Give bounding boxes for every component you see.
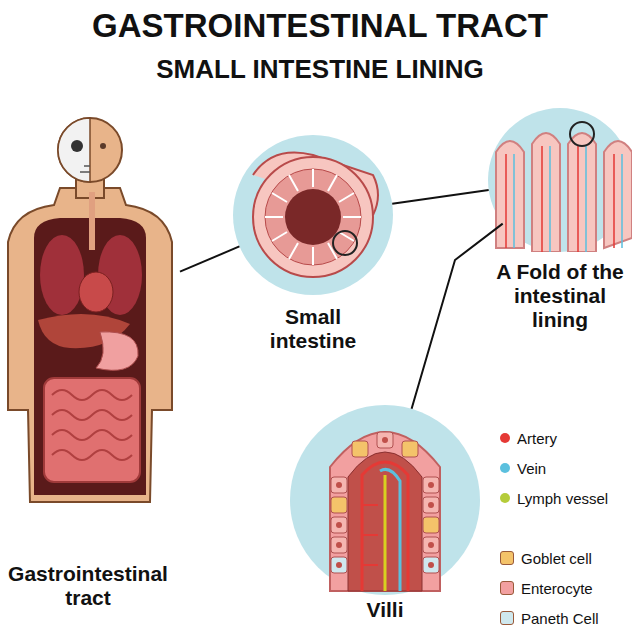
body-figure: [0, 110, 180, 510]
finger: [568, 133, 596, 252]
legend-item: Enterocyte: [500, 578, 593, 598]
villus-core: [348, 452, 422, 591]
enterocyte: [331, 517, 347, 533]
enterocyte: [423, 497, 439, 513]
enterocyte: [331, 477, 347, 493]
eye-socket: [71, 140, 83, 152]
nucleus: [428, 502, 434, 508]
torso: [8, 188, 172, 502]
leader-line: [180, 246, 239, 271]
artery-lines: [506, 146, 614, 252]
nucleus: [336, 542, 342, 548]
lymph-vessel: [384, 475, 387, 591]
nucleus: [336, 562, 342, 568]
heart: [79, 272, 113, 312]
zoom-marker: [570, 122, 594, 146]
paneth-cell: [331, 557, 347, 573]
legend-item: Goblet cell: [500, 548, 592, 568]
legend-item: Lymph vessel: [500, 488, 608, 508]
villi-fingers: [496, 133, 632, 252]
goblet-cell: [331, 497, 347, 513]
title: GASTROINTESTINAL TRACT: [0, 8, 640, 44]
zoom-marker: [333, 231, 357, 255]
lung: [40, 235, 84, 315]
finger-vessels: [506, 146, 622, 252]
intestines: [44, 378, 140, 482]
trachea: [89, 192, 95, 250]
villi-circle: Villi: [290, 405, 480, 595]
legend-text: Artery: [517, 430, 557, 447]
villus-outer: [330, 432, 440, 591]
enterocyte: [331, 537, 347, 553]
enterocyte: [377, 432, 393, 448]
node-label: Villi: [335, 598, 435, 622]
lumen: [285, 189, 341, 245]
paneth-cell: [423, 557, 439, 573]
leader-line: [392, 190, 489, 204]
enterocyte: [423, 537, 439, 553]
node-label: A Fold of the intestinal lining: [485, 260, 635, 332]
legend-text: Enterocyte: [521, 580, 593, 597]
body-cavity: [34, 218, 146, 495]
legend-item: Vein: [500, 458, 546, 478]
zoom-circle: [488, 108, 632, 252]
fold-lines: [265, 169, 361, 265]
tube-ring: [253, 157, 373, 277]
vessel-swatch: [500, 493, 510, 503]
finger: [496, 141, 524, 248]
fold-circle: A Fold of the intestinal lining: [488, 108, 632, 252]
artery: [362, 462, 408, 591]
small-intestine-circle: Small intestine: [233, 135, 393, 295]
goblet-cell: [423, 517, 439, 533]
nucleus: [336, 482, 342, 488]
intestine-loops: [52, 390, 132, 460]
node-label: Small intestine: [253, 305, 373, 353]
legend-text: Lymph vessel: [517, 490, 608, 507]
head: [58, 118, 122, 182]
legend-text: Vein: [517, 460, 546, 477]
small-intestine-picture: [233, 135, 393, 295]
subtitle: SMALL INTESTINE LINING: [0, 55, 640, 84]
eye: [100, 143, 106, 149]
legend-text: Goblet cell: [521, 550, 592, 567]
legend-item: Paneth Cell: [500, 608, 599, 628]
stomach: [96, 332, 138, 370]
zoom-circle: [233, 135, 393, 295]
node-label: Gastrointestinal tract: [2, 562, 174, 610]
finger: [604, 141, 632, 248]
folds: [265, 169, 361, 265]
teeth: [80, 166, 90, 172]
finger: [532, 133, 560, 252]
capillaries: [362, 505, 378, 565]
vein-lines: [514, 146, 622, 252]
nucleus: [428, 482, 434, 488]
cell-swatch: [500, 611, 514, 625]
villus-vessels: [362, 462, 408, 591]
vessel-swatch: [500, 433, 510, 443]
goblet-cell: [402, 441, 418, 457]
zoom-circle: [290, 405, 480, 595]
legend-item: Artery: [500, 428, 557, 448]
legend-text: Paneth Cell: [521, 610, 599, 627]
fold-picture: [488, 108, 632, 252]
villus-picture: [290, 405, 480, 595]
goblet-cell: [352, 441, 368, 457]
nucleus: [382, 437, 388, 443]
skull-half: [58, 118, 90, 182]
vein: [380, 469, 400, 591]
mucosa: [265, 169, 361, 265]
enterocyte: [423, 477, 439, 493]
vessel-swatch: [500, 463, 510, 473]
body-figure-node: Gastrointestinal tract: [0, 110, 180, 510]
cell-swatch: [500, 551, 514, 565]
nucleus: [336, 522, 342, 528]
nucleus: [428, 542, 434, 548]
leader-line: [412, 224, 503, 409]
nucleus: [428, 562, 434, 568]
cell-swatch: [500, 581, 514, 595]
